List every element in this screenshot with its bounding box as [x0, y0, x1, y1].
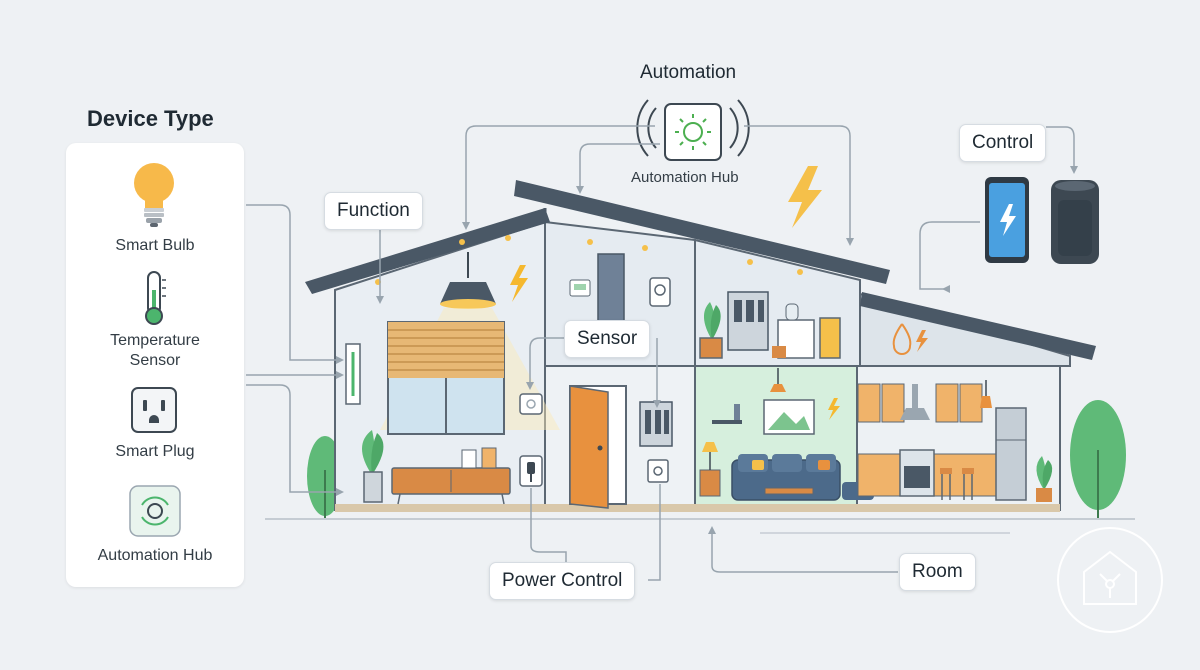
home-hub-logo	[1057, 527, 1163, 633]
function-callout: Function	[324, 192, 423, 230]
control-callout: Control	[959, 124, 1047, 162]
kitchen	[857, 380, 1053, 502]
light-bulb-icon	[134, 163, 174, 227]
device-label-smart-plug: Smart Plug	[115, 443, 195, 460]
sensor-callout: Sensor	[564, 320, 651, 358]
living-room	[699, 368, 874, 501]
device-label-automation-hub: Automation Hub	[97, 547, 213, 564]
water-drop-icon	[892, 323, 912, 355]
automation-label: Automation	[640, 62, 737, 83]
hub-icon	[129, 485, 181, 537]
device-type-title: Device Type	[87, 106, 214, 131]
upper-right-room	[699, 291, 841, 359]
device-label-temperature-sensor: Temperature Sensor	[110, 332, 200, 369]
window-blinds	[387, 321, 505, 435]
connectors	[246, 125, 1075, 581]
wall-sensor-icon	[519, 393, 543, 415]
smart-speaker-icon	[1051, 180, 1099, 264]
front-door	[569, 385, 627, 509]
energy-bolt-icon	[510, 265, 528, 302]
connector-arrows	[336, 166, 1078, 534]
room-callout: Room	[899, 553, 976, 591]
power-control-callout: Power Control	[489, 562, 636, 600]
power-outlet-icon	[131, 387, 177, 433]
left-room-furniture	[362, 430, 511, 505]
automation-hub-caption: Automation Hub	[631, 169, 739, 186]
thermometer-icon	[145, 271, 166, 325]
roof	[305, 180, 1096, 360]
electrical-panel-icon	[639, 401, 673, 483]
wall-plug-icon	[519, 455, 543, 487]
tree-right	[1070, 400, 1126, 518]
energy-bolt-small-icon	[916, 330, 928, 352]
energy-bolt-large-icon	[788, 166, 822, 228]
wall-thermometer-icon	[345, 343, 361, 405]
device-label-smart-bulb: Smart Bulb	[115, 237, 195, 254]
smartphone-icon	[985, 177, 1029, 263]
automation-hub-icon	[636, 99, 750, 161]
